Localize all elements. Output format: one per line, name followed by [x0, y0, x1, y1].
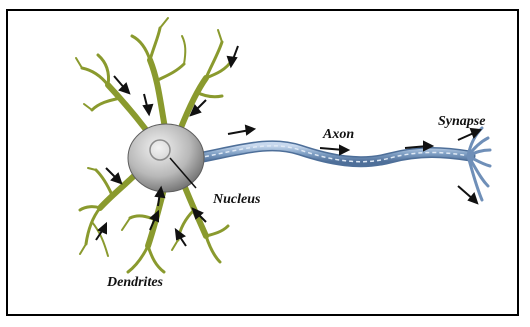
synapse-terminals	[468, 128, 490, 200]
label-nucleus: Nucleus	[213, 192, 260, 208]
signal-arrow-icon	[458, 129, 480, 140]
signal-arrow-icon	[106, 168, 121, 183]
signal-arrow-icon	[144, 94, 152, 114]
label-axon: Axon	[323, 127, 354, 143]
signal-arrow-icon	[228, 126, 254, 134]
label-synapse: Synapse	[438, 114, 485, 130]
signal-arrow-icon	[228, 46, 238, 66]
label-dendrites: Dendrites	[107, 275, 163, 291]
signal-arrow-icon	[458, 186, 477, 203]
